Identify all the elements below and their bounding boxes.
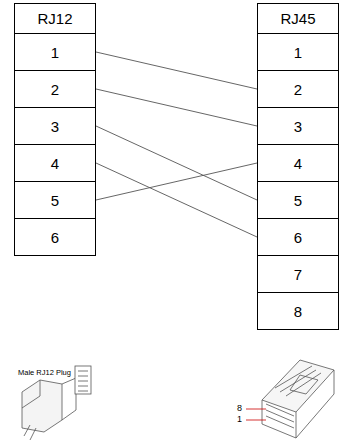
pin-callout: 8 bbox=[237, 404, 242, 413]
pin-cell: 5 bbox=[257, 181, 339, 219]
pin-cell: 3 bbox=[14, 107, 96, 145]
pin-cell: 6 bbox=[257, 218, 339, 256]
pin-wire bbox=[96, 126, 257, 200]
plug-label: Male RJ12 Plug bbox=[18, 369, 71, 377]
pin-wire bbox=[96, 89, 257, 126]
pin-number: 5 bbox=[294, 192, 302, 209]
pin-wire bbox=[96, 52, 257, 89]
rj12-plug-drawing bbox=[22, 366, 91, 440]
pin-cell: 1 bbox=[257, 33, 339, 71]
pin-cell: 4 bbox=[14, 144, 96, 182]
pin-cell: 5 bbox=[14, 181, 96, 219]
rj45-plug-drawing bbox=[262, 360, 334, 438]
connector-name: RJ12 bbox=[37, 10, 72, 27]
pin-number: 3 bbox=[51, 118, 59, 135]
connector-name: RJ45 bbox=[280, 10, 315, 27]
pin-number: 3 bbox=[294, 118, 302, 135]
pin-number: 4 bbox=[294, 155, 302, 172]
rj45-leader-lines bbox=[246, 409, 266, 420]
pin-cell: 2 bbox=[257, 70, 339, 108]
pin-number: 5 bbox=[51, 192, 59, 209]
pin-cell: 3 bbox=[257, 107, 339, 145]
pin-number: 1 bbox=[51, 44, 59, 61]
table-header: RJ12 bbox=[14, 3, 96, 34]
pin-cell: 6 bbox=[14, 218, 96, 256]
pin-wire bbox=[96, 163, 257, 200]
pin-number: 4 bbox=[51, 155, 59, 172]
pin-number: 6 bbox=[294, 229, 302, 246]
pin-callout: 1 bbox=[237, 415, 242, 424]
pin-number: 6 bbox=[51, 229, 59, 246]
pin-cell: 1 bbox=[14, 33, 96, 71]
pin-number: 7 bbox=[294, 266, 302, 283]
pin-wire bbox=[96, 163, 257, 237]
table-header: RJ45 bbox=[257, 3, 339, 34]
pin-cell: 4 bbox=[257, 144, 339, 182]
pin-cell: 8 bbox=[257, 292, 339, 330]
pin-number: 2 bbox=[294, 81, 302, 98]
pin-cell: 7 bbox=[257, 255, 339, 293]
pin-number: 2 bbox=[51, 81, 59, 98]
pin-cell: 2 bbox=[14, 70, 96, 108]
pin-number: 8 bbox=[294, 303, 302, 320]
pin-number: 1 bbox=[294, 44, 302, 61]
